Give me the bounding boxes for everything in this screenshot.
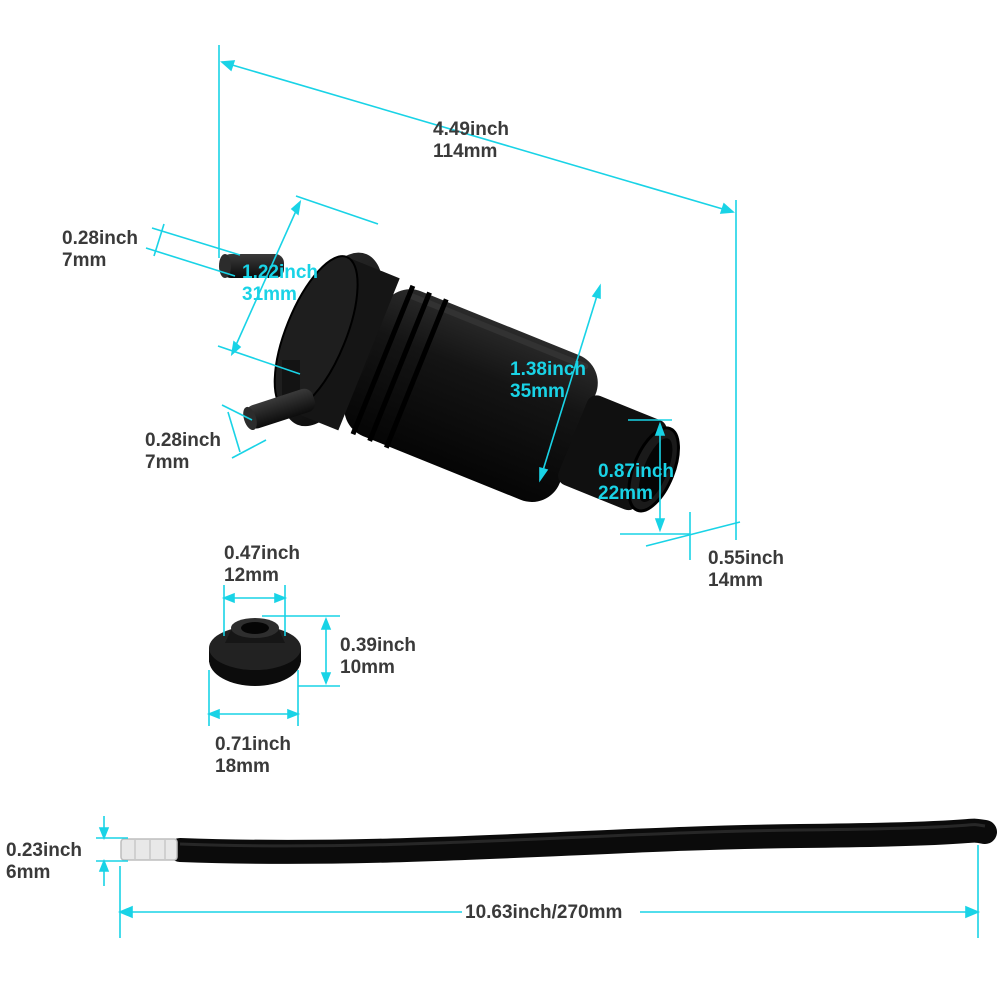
dim-connector-depth (645, 512, 741, 560)
pump-ribs (350, 284, 449, 449)
label-connector-depth: 0.55inch 14mm (708, 548, 784, 592)
label-grommet-outer: 0.71inch 18mm (215, 734, 291, 778)
label-upper-nozzle: 0.28inch 7mm (62, 228, 138, 272)
label-hose-diameter-mm: 6mm (6, 862, 51, 883)
label-connector-height: 0.87inch 22mm (598, 461, 674, 505)
label-cap-diameter: 1.22inch 31mm (242, 262, 318, 306)
dim-cap-diameter (217, 195, 379, 375)
label-grommet-outer-inch: 0.71inch (215, 734, 292, 755)
label-grommet-outer-mm: 18mm (215, 756, 270, 777)
label-grommet-inner: 0.47inch 12mm (224, 543, 300, 587)
dim-grommet-outer (206, 670, 301, 726)
dim-lower-nozzle (221, 404, 267, 459)
water-hose (120, 818, 997, 864)
label-grommet-height-mm: 10mm (340, 657, 395, 678)
dim-grommet-inner (221, 585, 288, 636)
label-upper-nozzle-mm: 7mm (62, 250, 107, 271)
label-hose-length-text: 10.63inch/270mm (465, 902, 623, 923)
dim-connector-height (620, 419, 690, 535)
label-grommet-height-inch: 0.39inch (340, 635, 417, 656)
dim-grommet-height (262, 615, 340, 687)
label-body-diameter: 1.38inch 35mm (510, 359, 586, 403)
label-cap-diameter-mm: 31mm (242, 284, 297, 305)
label-hose-length: 10.63inch/270mm (465, 902, 622, 924)
label-upper-nozzle-inch: 0.28inch (62, 228, 139, 249)
label-hose-diameter-inch: 0.23inch (6, 840, 83, 861)
label-pump-length-inch: 4.49inch (433, 119, 510, 140)
label-body-diameter-mm: 35mm (510, 381, 565, 402)
dim-hose-length (117, 845, 981, 938)
label-connector-depth-mm: 14mm (708, 570, 763, 591)
label-hose-diameter: 0.23inch 6mm (6, 840, 82, 884)
label-pump-length-mm: 114mm (433, 141, 498, 162)
dim-upper-nozzle (145, 223, 241, 277)
label-lower-nozzle-mm: 7mm (145, 452, 190, 473)
label-lower-nozzle: 0.28inch 7mm (145, 430, 221, 474)
label-connector-depth-inch: 0.55inch (708, 548, 785, 569)
label-lower-nozzle-inch: 0.28inch (145, 430, 222, 451)
dim-pump-length (218, 45, 737, 540)
label-cap-diameter-inch: 1.22inch (242, 262, 319, 283)
rubber-grommet (209, 618, 301, 686)
label-grommet-inner-mm: 12mm (224, 565, 279, 586)
dim-hose-diameter (96, 816, 128, 886)
washer-pump (219, 252, 680, 513)
label-pump-length: 4.49inch 114mm (433, 119, 509, 163)
label-body-diameter-inch: 1.38inch (510, 359, 587, 380)
label-connector-height-inch: 0.87inch (598, 461, 675, 482)
label-connector-height-mm: 22mm (598, 483, 653, 504)
dimension-lines (96, 45, 981, 938)
hose-connector-tip (120, 838, 178, 861)
label-grommet-height: 0.39inch 10mm (340, 635, 416, 679)
label-grommet-inner-inch: 0.47inch (224, 543, 301, 564)
dim-body-diameter (539, 283, 601, 483)
